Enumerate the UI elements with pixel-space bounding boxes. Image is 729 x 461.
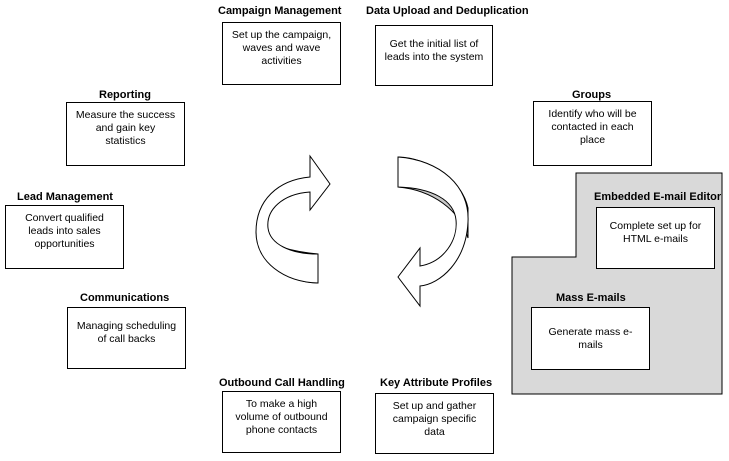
communications-title: Communications <box>80 292 170 304</box>
email-editor-text: Complete set up for HTML e-mails <box>609 220 702 245</box>
left-cycle-arrow <box>255 154 331 284</box>
campaign-management-text: Set up the campaign, waves and wave acti… <box>231 29 332 67</box>
communications-text: Managing scheduling of call backs <box>76 320 177 345</box>
lead-management-text: Convert qualified leads into sales oppor… <box>25 212 104 250</box>
mass-emails-text: Generate mass e-mails <box>548 326 633 351</box>
reporting-title: Reporting <box>99 89 151 101</box>
campaign-management-title: Campaign Management <box>218 5 342 17</box>
groups-box: Identify who will be contacted in each p… <box>533 101 652 166</box>
lead-management-title: Lead Management <box>17 191 113 203</box>
groups-title: Groups <box>572 89 612 101</box>
right-cycle-arrow <box>397 156 469 308</box>
reporting-text: Measure the success and gain key statist… <box>75 109 176 147</box>
key-attribute-text: Set up and gather campaign specific data <box>392 400 477 438</box>
campaign-management-box: Set up the campaign, waves and wave acti… <box>222 22 341 85</box>
lead-management-box: Convert qualified leads into sales oppor… <box>5 205 124 269</box>
email-editor-title: Embedded E-mail Editor <box>594 191 722 203</box>
groups-text: Identify who will be contacted in each p… <box>548 108 637 146</box>
email-editor-box: Complete set up for HTML e-mails <box>596 207 715 269</box>
outbound-call-title: Outbound Call Handling <box>219 377 345 389</box>
outbound-call-box: To make a high volume of outbound phone … <box>222 391 341 453</box>
outbound-call-text: To make a high volume of outbound phone … <box>235 398 328 436</box>
reporting-box: Measure the success and gain key statist… <box>66 102 185 166</box>
communications-box: Managing scheduling of call backs <box>67 307 186 369</box>
key-attribute-title: Key Attribute Profiles <box>380 377 493 389</box>
data-upload-text: Get the initial list of leads into the s… <box>384 38 484 63</box>
key-attribute-box: Set up and gather campaign specific data <box>375 393 494 454</box>
mass-emails-box: Generate mass e-mails <box>531 307 650 370</box>
data-upload-box: Get the initial list of leads into the s… <box>375 25 493 86</box>
mass-emails-title: Mass E-mails <box>556 292 626 304</box>
data-upload-title: Data Upload and Deduplication <box>366 5 529 17</box>
